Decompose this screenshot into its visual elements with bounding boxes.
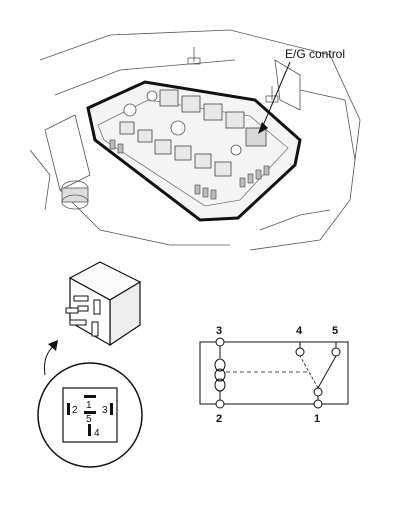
- schematic-pin-4: 4: [296, 325, 303, 337]
- schematic-pin-2: 2: [216, 413, 222, 425]
- schematic-frame: [199, 341, 349, 405]
- face-pin-1: 1: [86, 400, 92, 411]
- curved-arrow-icon: [44, 344, 56, 376]
- schematic-pin-1: 1: [314, 413, 320, 425]
- face-pin-2: 2: [72, 405, 78, 416]
- face-pin-5: 5: [86, 414, 92, 425]
- eg-control-label: E/G control: [285, 47, 345, 61]
- eg-control-arrowhead: [258, 122, 268, 134]
- curved-arrow-head: [48, 340, 58, 351]
- face-pin-4: 4: [94, 428, 100, 439]
- eg-control-leader-line: [261, 61, 291, 129]
- relay-pin-face: 1 2 3 5 4: [37, 362, 143, 468]
- schematic-pin-3: 3: [216, 325, 222, 337]
- relay-schematic: 3 4 5 2 1: [199, 325, 349, 425]
- relay-3d-illustration: [65, 261, 142, 347]
- fuse-relay-box: [86, 80, 302, 222]
- schematic-pin-5: 5: [332, 325, 338, 337]
- engine-bay-illustration: [29, 29, 361, 251]
- face-pin-3: 3: [102, 405, 108, 416]
